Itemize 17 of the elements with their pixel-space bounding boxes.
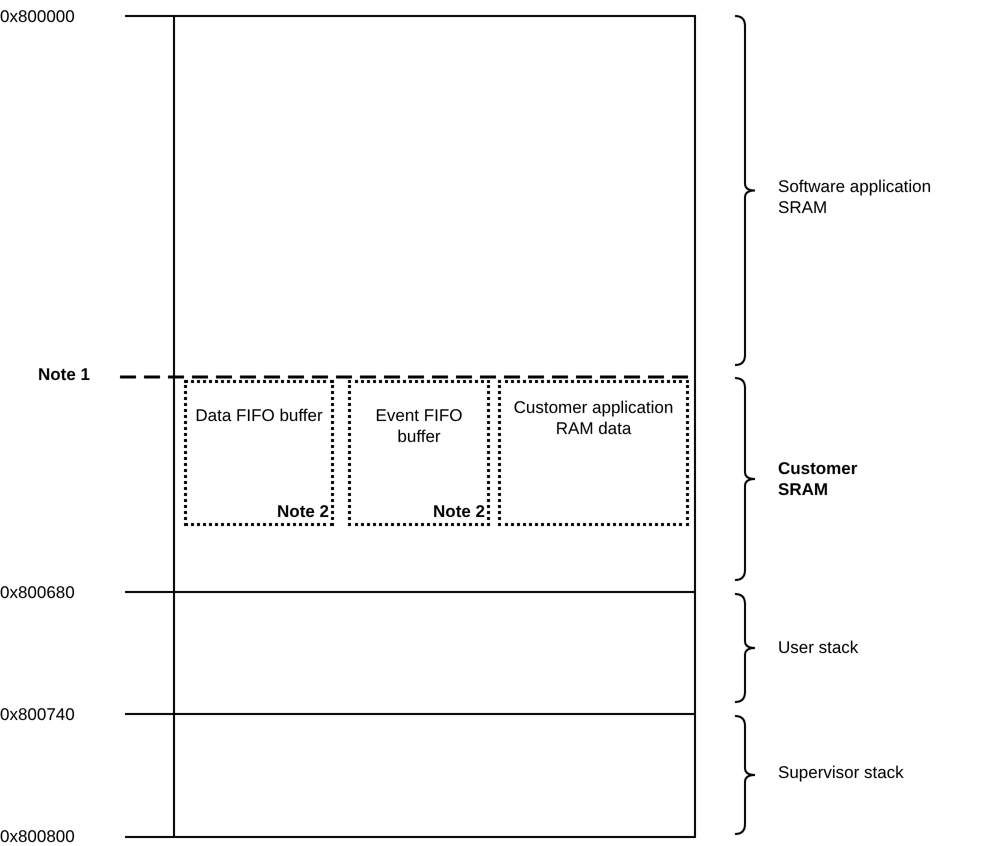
address-label: 0x800680 xyxy=(0,582,75,603)
memory-block xyxy=(498,380,689,526)
memory-block xyxy=(184,380,334,526)
address-label: 0x800800 xyxy=(0,826,75,846)
region-label: Software application SRAM xyxy=(778,176,932,218)
address-label: 0x800740 xyxy=(0,704,75,725)
block-label: Data FIFO buffer xyxy=(194,405,324,426)
note-label: Note 2 xyxy=(277,502,329,522)
note-label: Note 2 xyxy=(433,502,485,522)
region-label: Customer SRAM xyxy=(778,458,858,500)
region-label: User stack xyxy=(778,637,860,658)
region-label: Supervisor stack xyxy=(778,762,905,783)
block-label: Event FIFO buffer xyxy=(374,405,464,447)
block-label: Customer application RAM data xyxy=(512,397,674,439)
note-label: Note 1 xyxy=(38,364,90,385)
address-label: 0x800000 xyxy=(0,6,75,27)
memory-block xyxy=(348,380,490,526)
